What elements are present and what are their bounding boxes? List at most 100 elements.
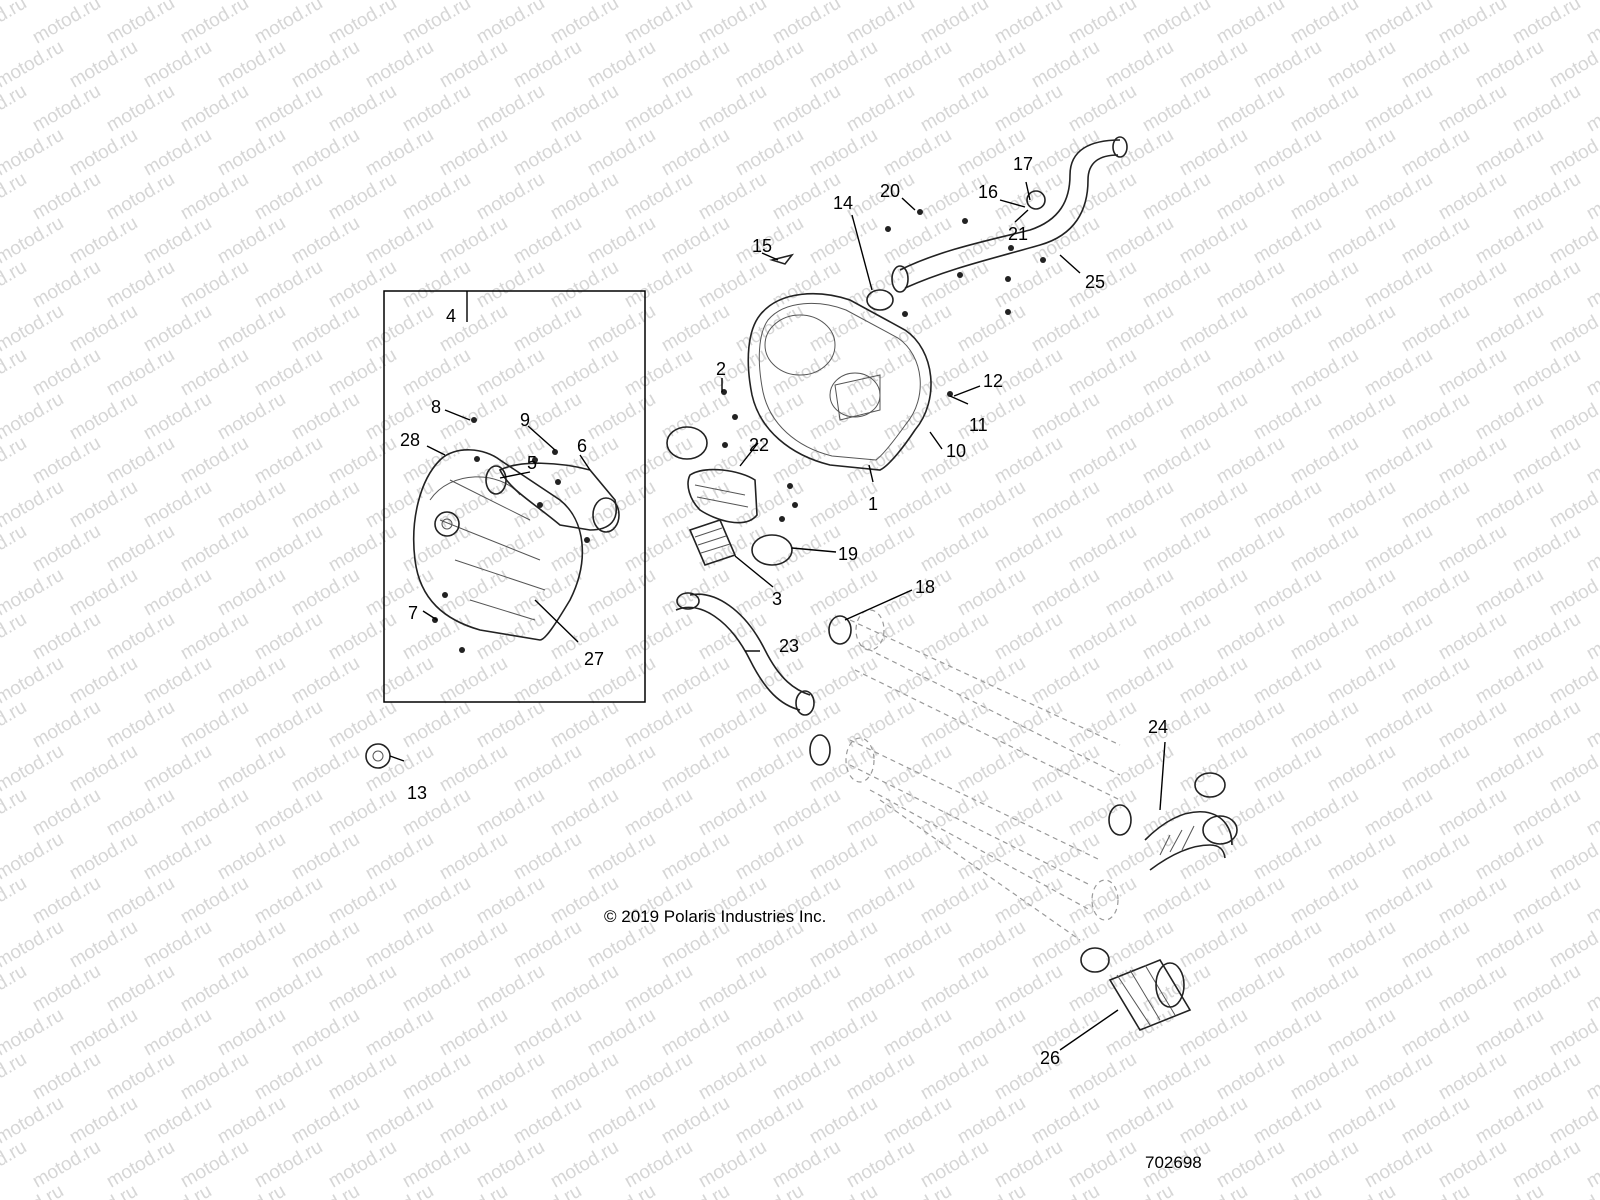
watermark-text: motod.ru <box>1546 0 1600 4</box>
watermark-text: motod.ru <box>510 653 585 709</box>
inlet-duct <box>485 462 620 533</box>
watermark-text: motod.ru <box>880 741 955 797</box>
watermark-text: motod.ru <box>1139 345 1214 401</box>
watermark-text: motod.ru <box>1361 169 1436 225</box>
watermark-text: motod.ru <box>1472 653 1547 709</box>
watermark-text: motod.ru <box>1546 389 1600 445</box>
watermark-text: motod.ru <box>1546 477 1600 533</box>
watermark-text: motod.ru <box>103 0 178 48</box>
watermark-text: motod.ru <box>1361 0 1436 48</box>
watermark-text: motod.ru <box>325 609 400 665</box>
watermark-text: motod.ru <box>954 1093 1029 1149</box>
watermark-text: motod.ru <box>1324 1181 1399 1200</box>
watermark-text: motod.ru <box>1139 609 1214 665</box>
watermark-text: motod.ru <box>251 521 326 577</box>
watermark-text: motod.ru <box>362 37 437 93</box>
watermark-text: motod.ru <box>1139 521 1214 577</box>
watermark-text: motod.ru <box>362 917 437 973</box>
watermark-text: motod.ru <box>1509 697 1584 753</box>
watermark-text: motod.ru <box>29 345 104 401</box>
watermark-text: motod.ru <box>66 1181 141 1200</box>
watermark-text: motod.ru <box>177 785 252 841</box>
watermark-text: motod.ru <box>621 81 696 137</box>
watermark-text: motod.ru <box>103 961 178 1017</box>
watermark-text: motod.ru <box>140 741 215 797</box>
watermark-text: motod.ru <box>1509 257 1584 313</box>
watermark-text: motod.ru <box>399 1049 474 1105</box>
watermark-text: motod.ru <box>1583 1049 1600 1105</box>
watermark-text: motod.ru <box>0 1093 67 1149</box>
watermark-text: motod.ru <box>658 1181 733 1200</box>
watermark-text: motod.ru <box>806 1181 881 1200</box>
watermark-text: motod.ru <box>0 0 30 48</box>
watermark-text: motod.ru <box>806 389 881 445</box>
watermark-text: motod.ru <box>325 697 400 753</box>
watermark-text: motod.ru <box>140 125 215 181</box>
watermark-text: motod.ru <box>917 1137 992 1193</box>
watermark-text: motod.ru <box>103 873 178 929</box>
watermark-text: motod.ru <box>140 1093 215 1149</box>
watermark-text: motod.ru <box>288 389 363 445</box>
watermark-text: motod.ru <box>288 125 363 181</box>
watermark-text: motod.ru <box>473 1137 548 1193</box>
watermark-text: motod.ru <box>1287 433 1362 489</box>
watermark-text: motod.ru <box>0 873 30 929</box>
watermark-text: motod.ru <box>732 1005 807 1061</box>
watermark-text: motod.ru <box>325 1137 400 1193</box>
watermark-text: motod.ru <box>473 961 548 1017</box>
watermark-text: motod.ru <box>1361 873 1436 929</box>
watermark-text: motod.ru <box>1324 125 1399 181</box>
watermark-text: motod.ru <box>251 433 326 489</box>
callout-20: 20 <box>880 181 900 201</box>
watermark-text: motod.ru <box>1509 345 1584 401</box>
watermark-text: motod.ru <box>1028 1093 1103 1149</box>
watermark-text: motod.ru <box>1398 565 1473 621</box>
watermark-text: motod.ru <box>0 1049 30 1105</box>
callout-4: 4 <box>446 306 456 326</box>
watermark-text: motod.ru <box>1213 785 1288 841</box>
watermark-text: motod.ru <box>658 829 733 885</box>
watermark-text: motod.ru <box>991 873 1066 929</box>
watermark-text: motod.ru <box>1361 521 1436 577</box>
watermark-text: motod.ru <box>1509 1137 1584 1193</box>
watermark-text: motod.ru <box>140 301 215 357</box>
watermark-text: motod.ru <box>880 125 955 181</box>
watermark-text: motod.ru <box>547 697 622 753</box>
watermark-text: motod.ru <box>843 697 918 753</box>
watermark-text: motod.ru <box>806 213 881 269</box>
watermark-text: motod.ru <box>1176 1181 1251 1200</box>
watermark-text: motod.ru <box>1213 521 1288 577</box>
watermark-text: motod.ru <box>1065 1137 1140 1193</box>
watermark-text: motod.ru <box>769 81 844 137</box>
watermark-text: motod.ru <box>880 1093 955 1149</box>
watermark-text: motod.ru <box>362 1093 437 1149</box>
watermark-text: motod.ru <box>399 961 474 1017</box>
callout-28: 28 <box>400 430 420 450</box>
watermark-text: motod.ru <box>954 0 1029 4</box>
watermark-text: motod.ru <box>954 653 1029 709</box>
watermark-text: motod.ru <box>214 213 289 269</box>
watermark-text: motod.ru <box>1176 37 1251 93</box>
watermark-text: motod.ru <box>436 125 511 181</box>
watermark-text: motod.ru <box>288 829 363 885</box>
watermark-text: motod.ru <box>103 609 178 665</box>
watermark-text: motod.ru <box>1102 829 1177 885</box>
watermark-text: motod.ru <box>1287 1137 1362 1193</box>
watermark-text: motod.ru <box>1139 1049 1214 1105</box>
watermark-text: motod.ru <box>214 741 289 797</box>
watermark-text: motod.ru <box>1287 785 1362 841</box>
watermark-text: motod.ru <box>1139 0 1214 48</box>
watermark-text: motod.ru <box>103 521 178 577</box>
watermark-text: motod.ru <box>695 609 770 665</box>
watermark-text: motod.ru <box>1250 389 1325 445</box>
watermark-text: motod.ru <box>695 961 770 1017</box>
watermark-text: motod.ru <box>29 521 104 577</box>
watermark-text: motod.ru <box>325 81 400 137</box>
watermark-text: motod.ru <box>880 829 955 885</box>
watermark-text: motod.ru <box>1546 917 1600 973</box>
watermark-text: motod.ru <box>251 873 326 929</box>
watermark-text: motod.ru <box>473 0 548 48</box>
watermark-text: motod.ru <box>1250 741 1325 797</box>
watermark-text: motod.ru <box>1361 433 1436 489</box>
watermark-text: motod.ru <box>436 829 511 885</box>
